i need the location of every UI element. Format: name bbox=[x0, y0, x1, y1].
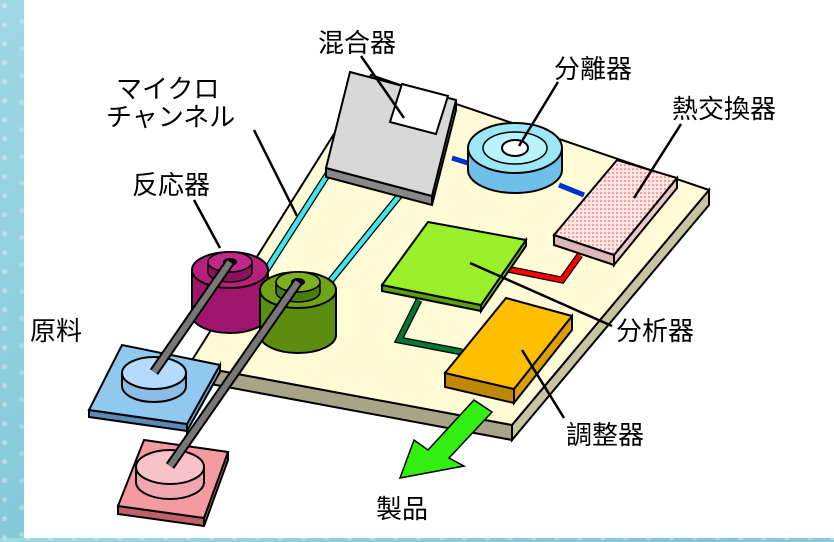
analyzer bbox=[380, 220, 528, 315]
leader-lines bbox=[192, 55, 683, 419]
separator bbox=[467, 122, 563, 194]
label-raw-material: 原料 bbox=[30, 317, 82, 347]
label-microchannel-line1: マイクロ bbox=[116, 75, 219, 105]
microchannels bbox=[257, 164, 407, 298]
product-arrow bbox=[398, 399, 494, 479]
label-heat-exchanger: 熱交換器 bbox=[672, 95, 776, 125]
regulator bbox=[443, 296, 574, 406]
label-reactor: 反応器 bbox=[132, 171, 210, 201]
heat-exchanger bbox=[552, 158, 679, 268]
raw-material-blue bbox=[87, 343, 222, 435]
mixer bbox=[324, 70, 458, 207]
label-separator: 分離器 bbox=[554, 55, 632, 85]
label-regulator: 調整器 bbox=[566, 421, 644, 451]
label-analyzer: 分析器 bbox=[616, 317, 694, 347]
label-product: 製品 bbox=[376, 495, 428, 525]
raw-material-pink bbox=[116, 438, 230, 528]
label-mixer: 混合器 bbox=[318, 29, 396, 59]
diagram-panel: 混合器 分離器 熱交換器 マイクロ チャンネル 反応器 原料 分析器 調整器 製… bbox=[24, 0, 834, 538]
feed-tubes bbox=[149, 259, 303, 469]
microreactor-diagram: 混合器 分離器 熱交換器 マイクロ チャンネル 反応器 原料 分析器 調整器 製… bbox=[30, 29, 776, 528]
label-microchannel-line2: チャンネル bbox=[106, 103, 235, 133]
